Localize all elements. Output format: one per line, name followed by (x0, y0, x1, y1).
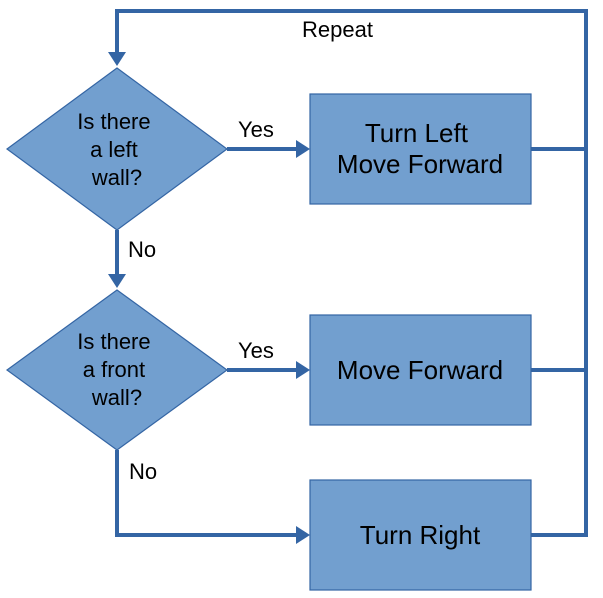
decision-left-wall-text: Is there a left wall? (77, 109, 157, 190)
left-no-arrowhead (108, 274, 126, 288)
left-no-label: No (128, 237, 156, 262)
front-no-label: No (129, 459, 157, 484)
repeat-label: Repeat (302, 17, 373, 42)
decision-front-wall-line-1: Is there (77, 329, 150, 354)
decision-left-wall-line-2: a left (90, 137, 138, 162)
decision-left-wall-line-1: Is there (77, 109, 150, 134)
front-no-arrowhead (296, 526, 310, 544)
action-turn-right-text: Turn Right (360, 520, 481, 550)
front-no-connector (115, 450, 298, 537)
action-move-forward-line-1: Move Forward (337, 355, 503, 385)
action-move-forward-text: Move Forward (337, 355, 503, 385)
front-yes-arrowhead (296, 361, 310, 379)
decision-left-wall-line-3: wall? (91, 165, 142, 190)
decision-front-wall-line-2: a front (83, 357, 145, 382)
front-yes-label: Yes (238, 338, 274, 363)
action-turn-left-line-2: Move Forward (337, 149, 503, 179)
repeat-loop-connector (115, 9, 588, 535)
action-turn-left-text: Turn Left Move Forward (337, 118, 503, 179)
action-move-forward-box (309, 314, 532, 426)
left-yes-label: Yes (238, 117, 274, 142)
action-turn-right-line-1: Turn Right (360, 520, 481, 550)
decision-front-wall-line-3: wall? (91, 385, 142, 410)
decision-front-wall-text: Is there a front wall? (77, 329, 157, 410)
action-turn-right-box (309, 479, 532, 591)
left-yes-arrowhead (296, 140, 310, 158)
action-turn-left-line-1: Turn Left (365, 118, 469, 148)
repeat-arrowhead (108, 52, 126, 66)
action-turn-left-box (309, 93, 532, 205)
